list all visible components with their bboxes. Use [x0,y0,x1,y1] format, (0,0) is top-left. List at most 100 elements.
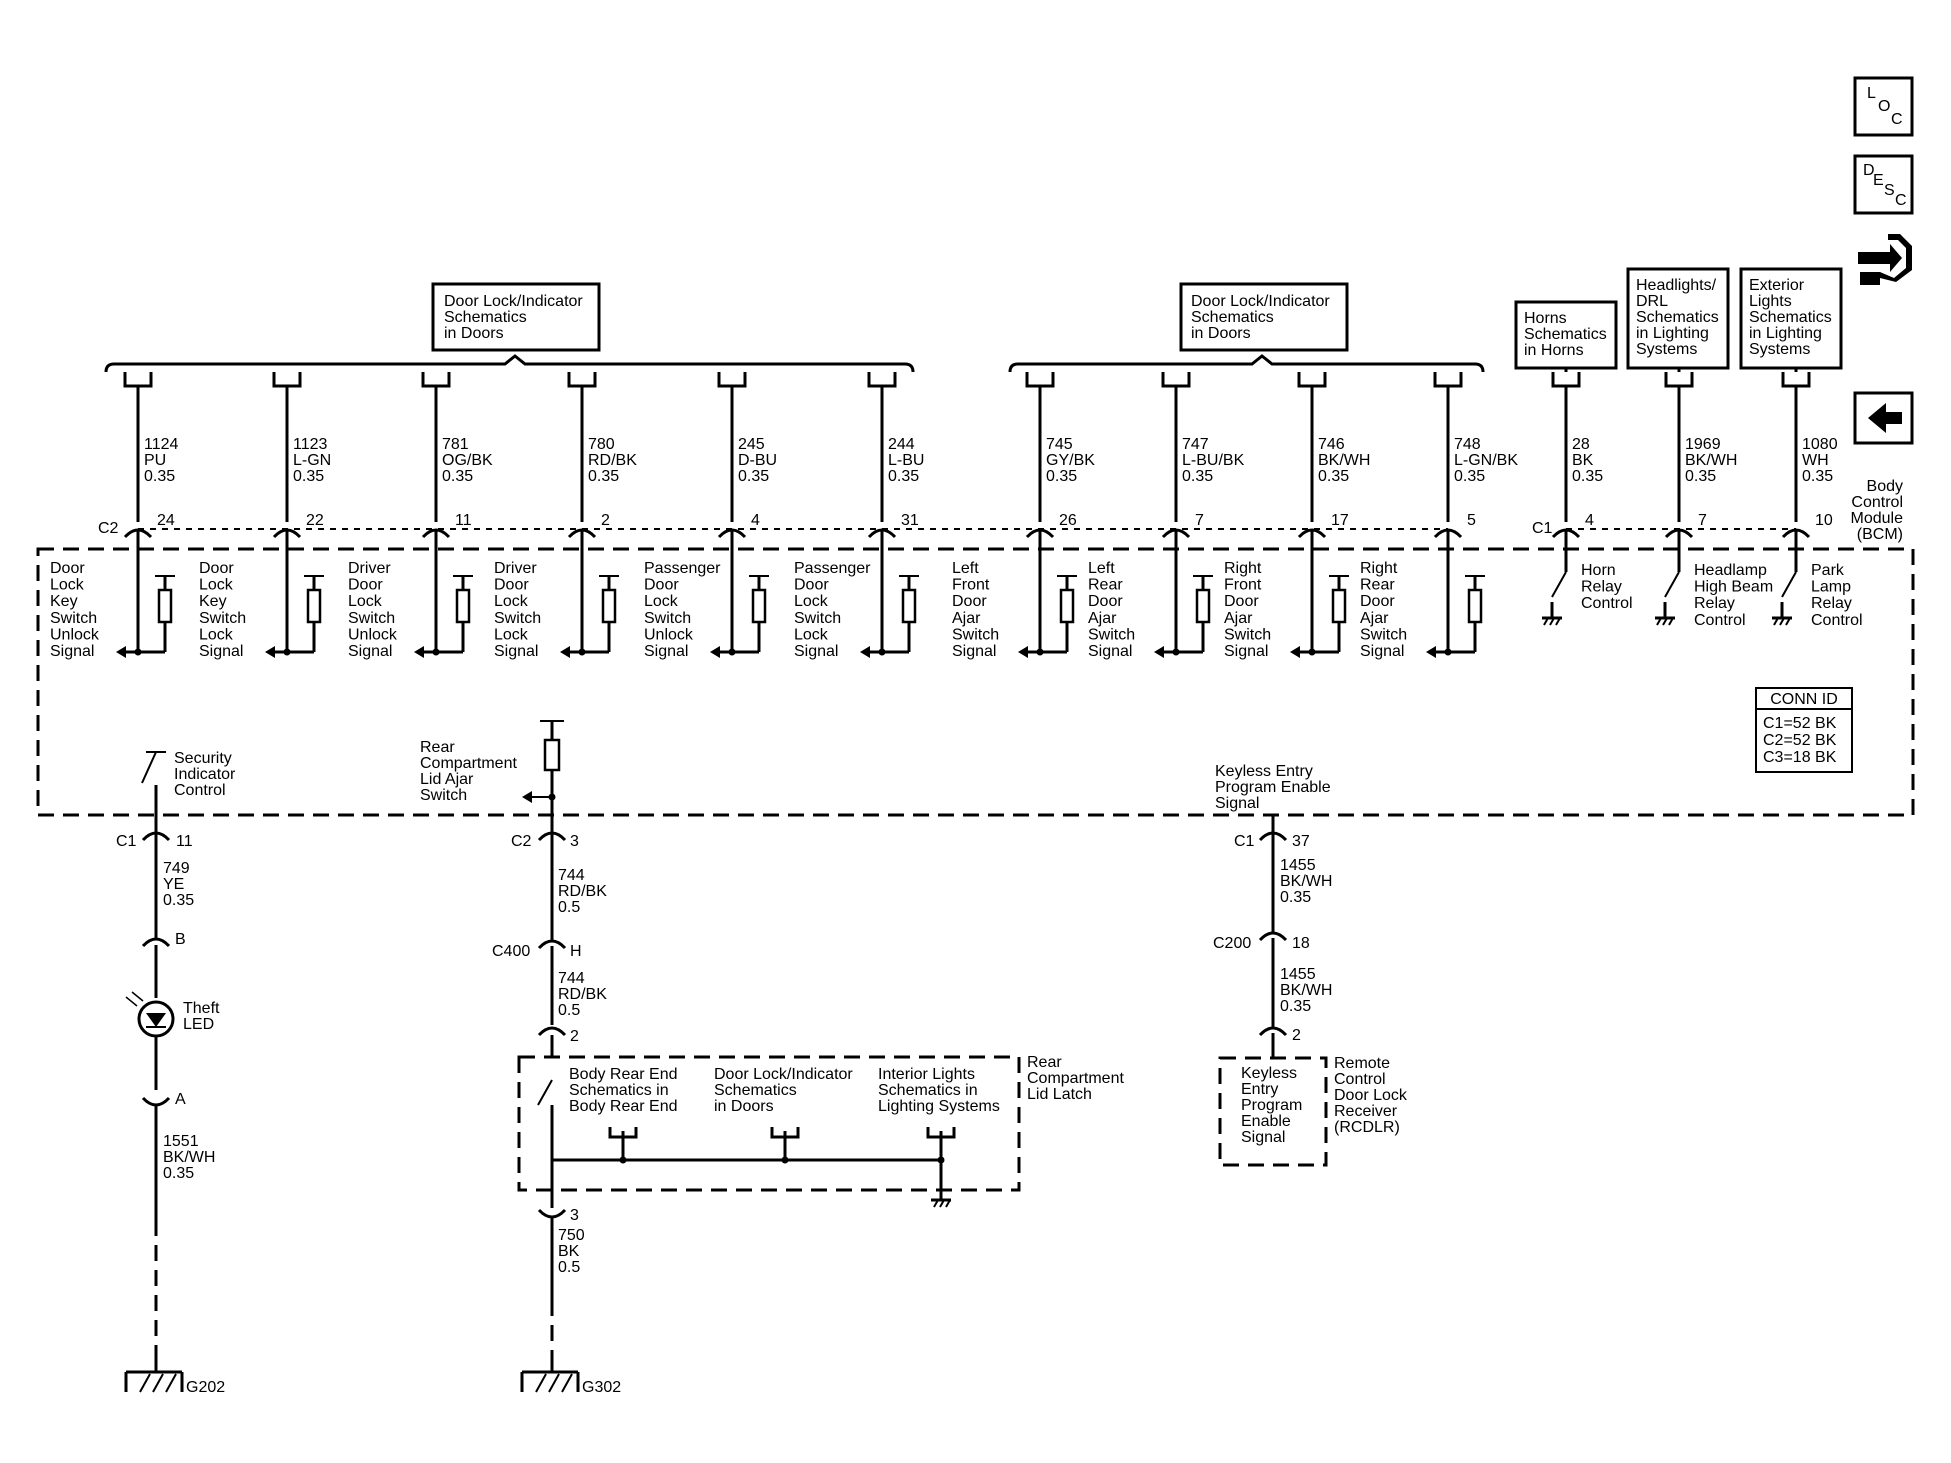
headlights-ref-box[interactable]: Headlights/ DRL Schematics in Lighting S… [1626,267,1730,370]
svg-text:Ajar: Ajar [952,610,981,627]
desc-letter-c: C [1895,192,1907,209]
pin-7: 7 [1195,512,1204,529]
wire-1969-color: BK/WH [1685,452,1737,469]
svg-text:RD/BK: RD/BK [558,883,607,900]
svg-text:Lock: Lock [494,593,529,610]
svg-text:Door Lock/Indicator: Door Lock/Indicator [444,293,583,310]
svg-text:Signal: Signal [1224,643,1268,660]
svg-text:Switch: Switch [794,610,841,627]
svg-text:Schematics: Schematics [1524,326,1607,343]
wire-1969-circuit: 1969 [1685,436,1721,453]
svg-text:Lock: Lock [199,577,234,594]
svg-text:Signal: Signal [1088,643,1132,660]
wire-748-gauge: 0.35 [1454,468,1485,485]
svg-text:Door: Door [1360,593,1395,610]
security-conn-label: C1 [116,833,137,850]
loc-button[interactable]: L O C [1853,76,1914,137]
wire-1455-b-circuit: 1455 [1280,966,1316,983]
svg-text:Signal: Signal [952,643,996,660]
svg-text:Lock: Lock [794,626,829,643]
svg-text:Rear: Rear [1088,577,1123,594]
svg-text:Switch: Switch [1360,626,1407,643]
svg-text:Schematics: Schematics [444,309,527,326]
circuit-1123: 1123L-GN0.3522DoorLockKeySwitchLockSigna… [199,372,331,660]
wire-746-gauge: 0.35 [1318,468,1349,485]
ground-g202-icon [124,1360,184,1393]
svg-text:Control: Control [1851,494,1903,511]
svg-text:Signal: Signal [644,643,688,660]
svg-text:Front: Front [1224,577,1262,594]
door-lock-ref-box-left[interactable]: Door Lock/Indicator Schematics in Doors [431,282,601,352]
svg-text:0.35: 0.35 [163,1165,194,1182]
security-pin-label: 11 [176,833,193,850]
wire-1124-color: PU [144,452,166,469]
svg-text:Door: Door [1224,593,1259,610]
svg-text:Switch: Switch [1088,626,1135,643]
desc-letter-e: E [1873,172,1884,189]
svg-text:Control: Control [1811,612,1863,629]
svg-text:Schematics in: Schematics in [878,1082,978,1099]
ground-g302-icon [520,1360,580,1393]
wire-780-gauge: 0.35 [588,468,619,485]
exterior-lights-ref-box[interactable]: Exterior Lights Schematics in Lighting S… [1739,267,1843,370]
loc-letter-l: L [1867,85,1876,102]
door-lock-ref-box-right[interactable]: Door Lock/Indicator Schematics in Doors [1179,282,1349,352]
wire-749-circuit: 749 [163,860,190,877]
back-button[interactable] [1853,391,1914,445]
wire-781-gauge: 0.35 [442,468,473,485]
svg-text:DRL: DRL [1636,293,1668,310]
svg-text:Door: Door [494,577,529,594]
svg-text:Ajar: Ajar [1224,610,1253,627]
svg-text:in Horns: in Horns [1524,342,1584,359]
svg-text:Schematics: Schematics [1636,309,1719,326]
wire-1123-circuit: 1123 [293,436,328,453]
svg-text:Front: Front [952,577,990,594]
circuit-781: 781OG/BK0.3511DriverDoorLockSwitchUnlock… [348,372,493,660]
horns-ref-box[interactable]: Horns Schematics in Horns [1514,300,1618,370]
svg-text:in Doors: in Doors [444,325,504,342]
desc-button[interactable]: D E S C [1853,154,1914,215]
svg-text:Signal: Signal [50,643,94,660]
relay-signal-label-1080: Park [1811,562,1845,579]
wire-745-circuit: 745 [1046,436,1073,453]
circuit-1124: 1124PU0.3524DoorLockKeySwitchUnlockSigna… [50,372,179,660]
security-pin-b: B [175,931,186,948]
svg-text:Entry: Entry [1241,1081,1278,1098]
svg-text:(RCDLR): (RCDLR) [1334,1119,1400,1136]
wire-748-circuit: 748 [1454,436,1481,453]
connector-plug-icon[interactable] [1858,234,1912,285]
rear-lid-latch-box [517,1055,1021,1192]
pin-22: 22 [306,512,324,529]
keyless-signal-label: Keyless Entry [1215,763,1313,780]
svg-text:Enable: Enable [1241,1113,1291,1130]
ground-g202-label: G202 [186,1379,225,1396]
signal-label-1123: Door [199,560,234,577]
wire-1124-gauge: 0.35 [144,468,175,485]
conn-id-c3: C3=18 BK [1763,749,1837,766]
body-rear-end-ref: Body Rear End [569,1066,678,1083]
signal-label-244: Passenger [794,560,871,577]
svg-text:BK/WH: BK/WH [1280,982,1332,999]
svg-text:Schematics in: Schematics in [569,1082,669,1099]
svg-text:BK: BK [558,1243,580,1260]
svg-text:Schematics: Schematics [1191,309,1274,326]
svg-text:in Doors: in Doors [1191,325,1251,342]
signal-label-745: Left [952,560,979,577]
signal-label-780: Driver [494,560,537,577]
svg-text:Switch: Switch [494,610,541,627]
svg-text:Program: Program [1241,1097,1302,1114]
svg-text:Control: Control [1581,595,1633,612]
signal-label-748: Right [1360,560,1398,577]
svg-text:Indicator: Indicator [174,766,236,783]
c1-connector-label: C1 [1532,520,1553,537]
svg-text:Lock: Lock [494,626,529,643]
wire-245-circuit: 245 [738,436,765,453]
svg-text:Door: Door [1088,593,1123,610]
pin-26: 26 [1059,512,1077,529]
svg-text:Horns: Horns [1524,310,1567,327]
bcm-box [36,547,1915,817]
wire-746-circuit: 746 [1318,436,1345,453]
